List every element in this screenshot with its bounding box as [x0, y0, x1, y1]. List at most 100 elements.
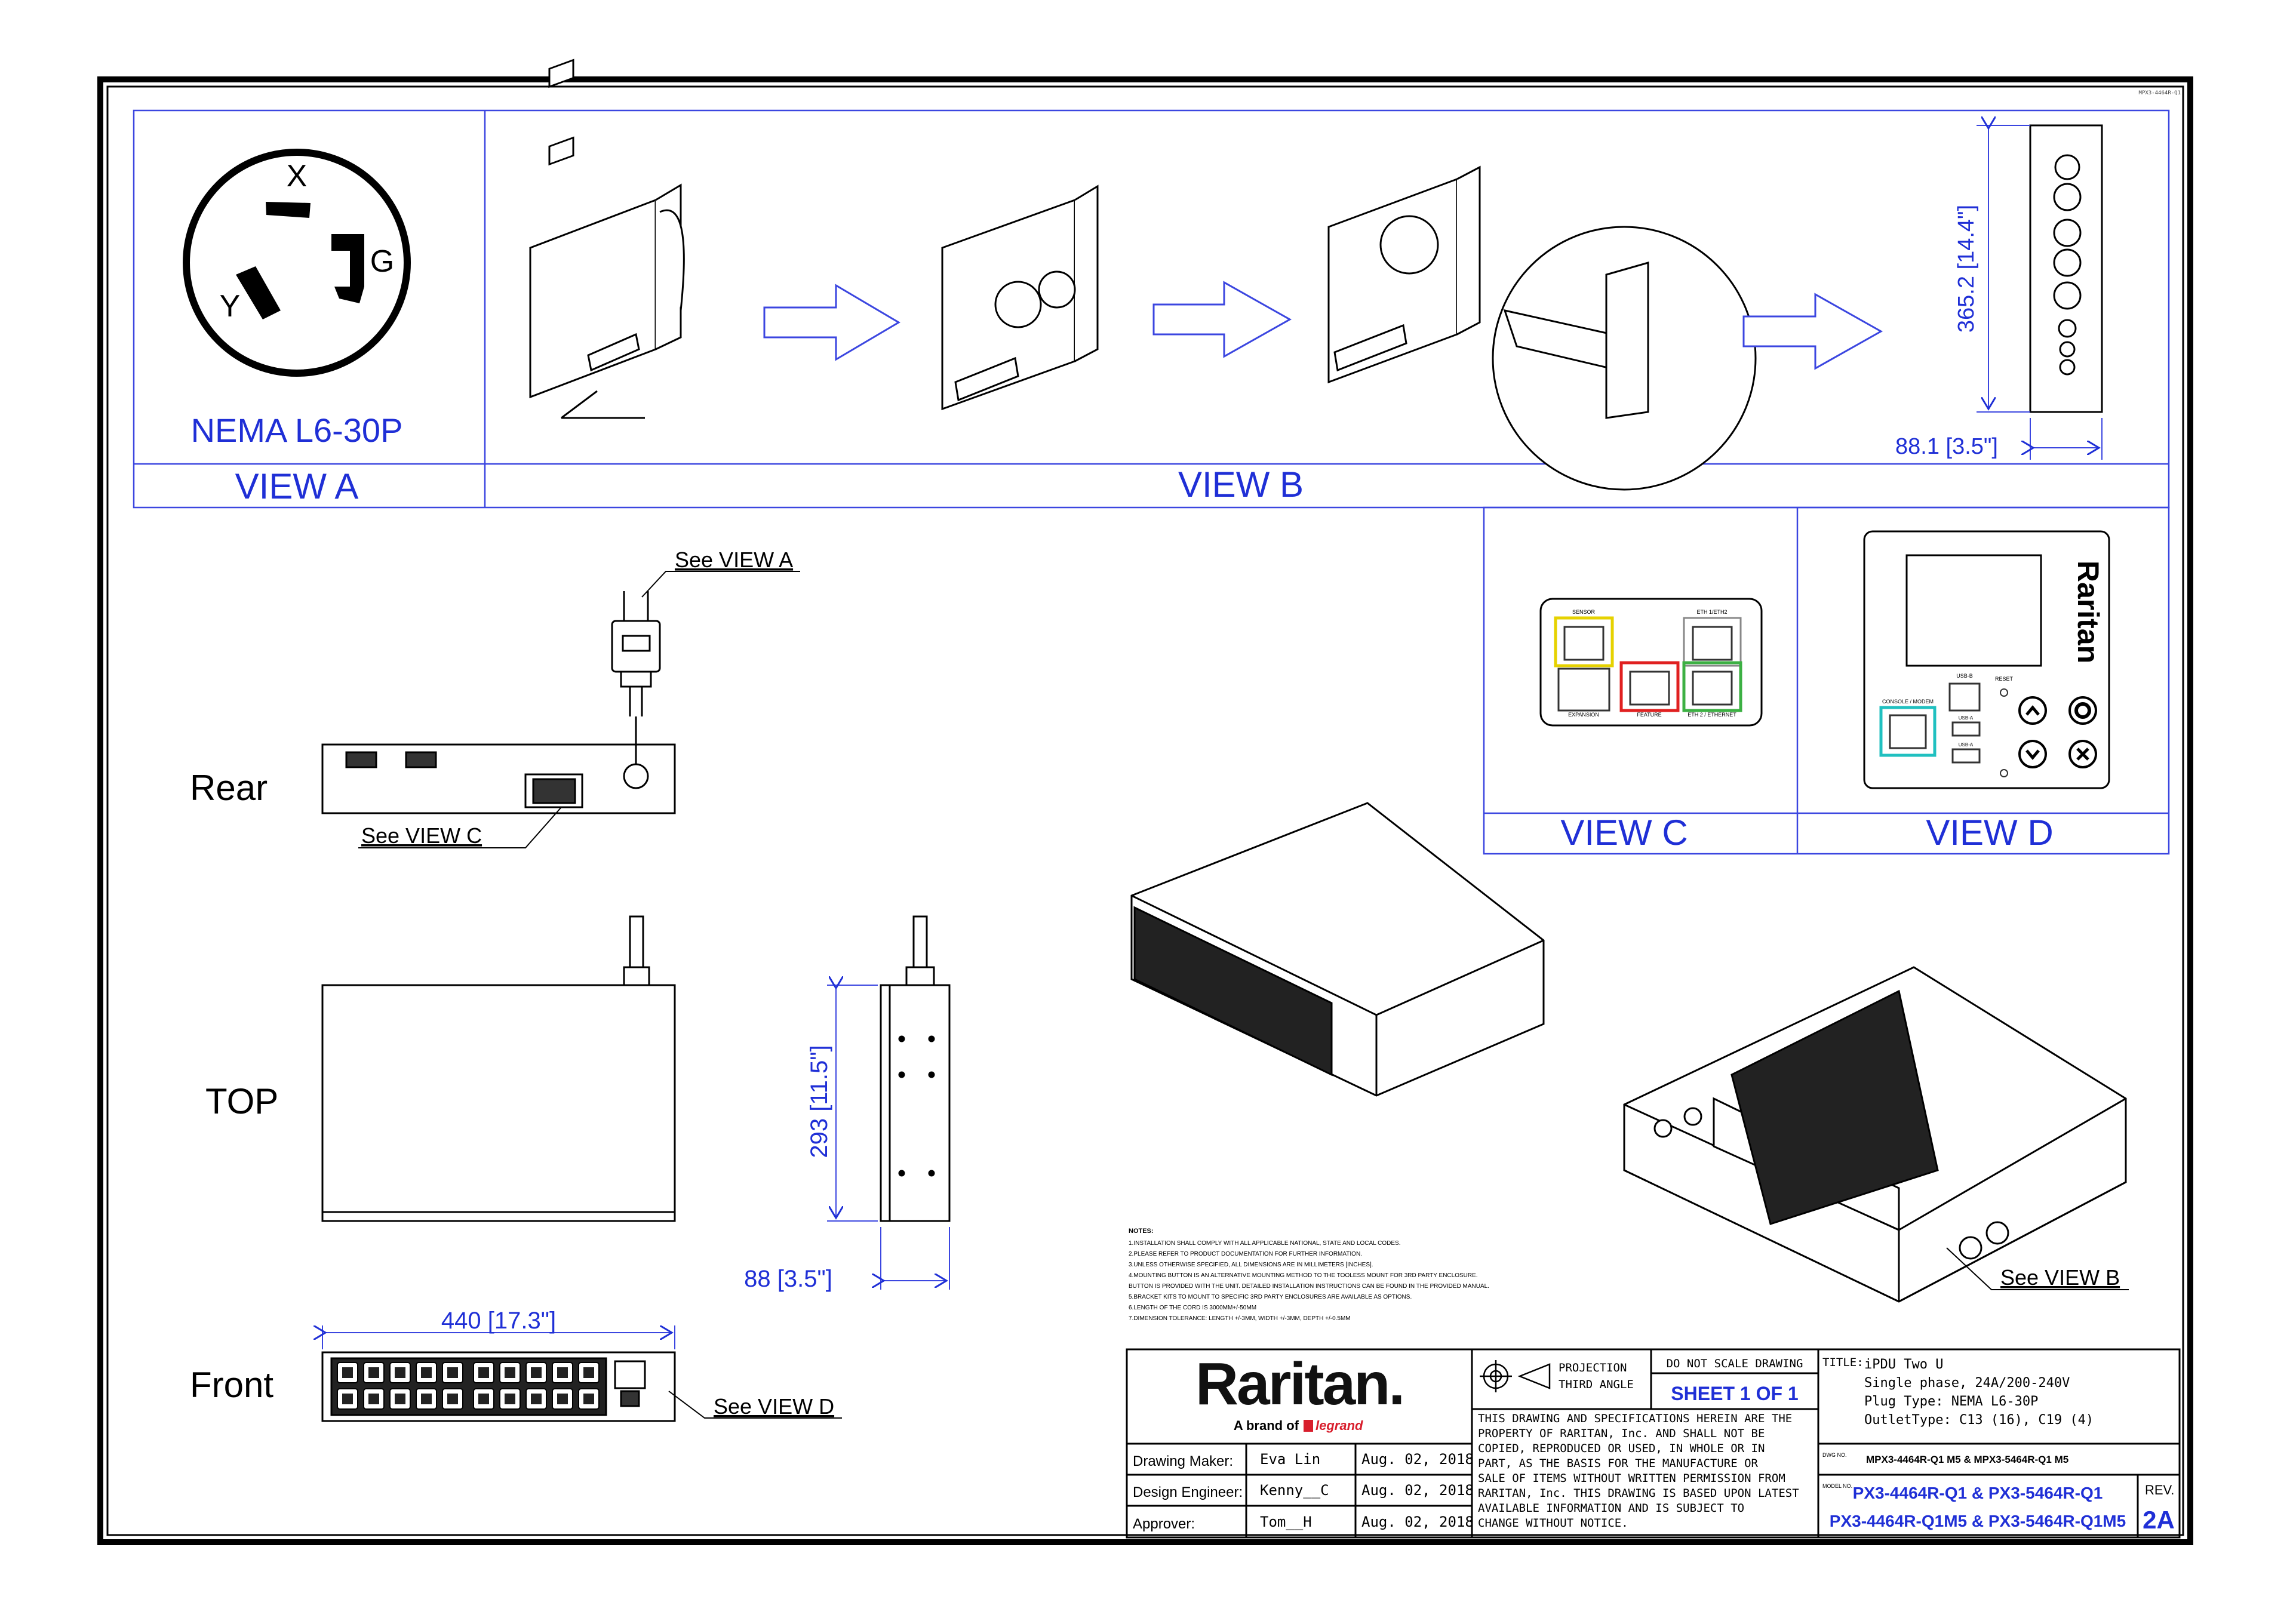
port-feature-label: FEATURE	[1637, 712, 1661, 718]
see-view-a-callout: See VIEW A	[675, 548, 793, 572]
title-line: iPDU Two U	[1864, 1357, 1943, 1372]
legrand-logo-mark	[1304, 1420, 1313, 1432]
pin-y-label: Y	[220, 289, 241, 324]
nema-plug-face	[183, 149, 411, 377]
title-line: OutletType: C13 (16), C19 (4)	[1864, 1413, 2094, 1428]
view-c-label: VIEW C	[1560, 813, 1688, 853]
arrow-b-1	[763, 284, 900, 361]
approver-label: Approver:	[1133, 1516, 1195, 1532]
outlet-socket-face	[583, 1367, 594, 1378]
disclaimer-line: AVAILABLE INFORMATION AND IS SUBJECT TO	[1478, 1502, 1744, 1515]
projection-line-1: PROJECTION	[1559, 1361, 1627, 1374]
title-label: TITLE:	[1822, 1356, 1864, 1369]
note-line: 3.UNLESS OTHERWISE SPECIFIED, ALL DIMENS…	[1129, 1262, 1373, 1268]
maker-name: Eva Lin	[1260, 1451, 1320, 1468]
approver-date: Aug. 02, 2018	[1361, 1514, 1474, 1530]
down-button-icon	[2018, 740, 2047, 768]
cancel-button-icon	[2068, 740, 2097, 768]
outlet-socket-face	[342, 1367, 353, 1378]
brand-of-label: A brand of	[1234, 1418, 1299, 1433]
outlet-socket-face	[557, 1394, 568, 1404]
view-d-label: VIEW D	[1926, 813, 2053, 853]
title-line: Single phase, 24A/200-240V	[1864, 1376, 2070, 1391]
third-angle-projection-icon	[1480, 1360, 1551, 1392]
port-expansion-label: EXPANSION	[1568, 712, 1599, 718]
outlet-socket-face	[342, 1394, 353, 1404]
view-d-brand: Raritan	[2071, 561, 2105, 663]
raritan-logo: Raritan.	[1195, 1351, 1403, 1417]
projection-line-2: THIRD ANGLE	[1559, 1378, 1634, 1391]
view-b-width-dimension: 88.1 [3.5"]	[1895, 434, 1998, 459]
front-label: Front	[190, 1365, 273, 1405]
disclaimer-line: THIS DRAWING AND SPECIFICATIONS HEREIN A…	[1478, 1412, 1792, 1425]
port-eth-label: ETH 1/ETH2	[1696, 609, 1727, 615]
rev-label: REV.	[2145, 1482, 2174, 1497]
side-dimensions	[827, 985, 950, 1290]
bracket-step-1	[529, 59, 685, 419]
maker-label: Drawing Maker:	[1133, 1453, 1233, 1469]
outer-frame	[97, 76, 2193, 1545]
note-line: 2.PLEASE REFER TO PRODUCT DOCUMENTATION …	[1129, 1251, 1362, 1257]
engineer-label: Design Engineer:	[1133, 1484, 1243, 1500]
outlet-socket-face	[583, 1394, 594, 1404]
note-line: BUTTON IS PROVIDED WITH THE UNIT. DETAIL…	[1129, 1283, 1489, 1290]
front-leader	[668, 1391, 842, 1419]
model-no-line-1: PX3-4464R-Q1 & PX3-5464R-Q1	[1853, 1484, 2103, 1502]
outlet-socket-face	[505, 1394, 515, 1404]
disclaimer-line: COPIED, REPRODUCED OR USED, IN WHOLE OR …	[1478, 1442, 1765, 1455]
side-height-dimension: 293 [11.5"]	[806, 1045, 832, 1158]
usb-b-label: USB-B	[1956, 673, 1973, 679]
disclaimer-line: CHANGE WITHOUT NOTICE.	[1478, 1517, 1628, 1530]
see-view-b-callout: See VIEW B	[2000, 1265, 2120, 1290]
front-dimension	[322, 1325, 675, 1349]
model-no-line-2: PX3-4464R-Q1M5 & PX3-5464R-Q1M5	[1830, 1512, 2126, 1530]
outlet-socket-face	[421, 1394, 432, 1404]
reset-label: RESET	[1995, 676, 2014, 682]
view-a-label: VIEW A	[235, 466, 359, 506]
view-cd-frame	[1483, 506, 2170, 855]
inner-frame	[106, 85, 2184, 1536]
outlet-socket-face	[368, 1367, 379, 1378]
note-line: 6.LENGTH OF THE CORD IS 3000MM+/-50MM	[1129, 1305, 1256, 1311]
up-button-icon	[2018, 696, 2047, 725]
approver-name: Tom__H	[1260, 1514, 1312, 1530]
top-label: TOP	[205, 1081, 278, 1121]
outlet-socket-face	[447, 1394, 458, 1404]
side-width-dimension: 88 [3.5"]	[744, 1266, 832, 1292]
nema-plug-label: NEMA L6-30P	[191, 411, 403, 449]
maker-date: Aug. 02, 2018	[1361, 1451, 1474, 1468]
top-views-band	[133, 109, 2170, 509]
do-not-scale-label: DO NOT SCALE DRAWING	[1667, 1357, 1803, 1370]
bracket-step-3	[1327, 165, 1757, 491]
usb-a-label: USB-A	[1959, 715, 1974, 721]
pin-g-label: G	[370, 244, 394, 279]
port-eth2-label: ETH 2 / ETHERNET	[1688, 712, 1736, 718]
ok-button-icon	[2068, 696, 2097, 725]
sheet-number: SHEET 1 OF 1	[1671, 1383, 1798, 1404]
disclaimer-line: PART, AS THE BASIS FOR THE MANUFACTURE O…	[1478, 1457, 1759, 1470]
notes-list: 1.INSTALLATION SHALL COMPLY WITH ALL APP…	[1129, 1240, 1489, 1322]
rack-leader	[1946, 1247, 2129, 1290]
view-d-controller-panel	[1863, 530, 2110, 789]
outlet-socket-face	[557, 1367, 568, 1378]
note-line: 1.INSTALLATION SHALL COMPLY WITH ALL APP…	[1129, 1240, 1401, 1247]
see-view-d-callout: See VIEW D	[714, 1394, 834, 1419]
isometric-rack	[1623, 966, 2127, 1303]
notes-heading: NOTES:	[1129, 1228, 1154, 1235]
view-c-port-panel	[1539, 598, 1763, 727]
note-line: 5.BRACKET KITS TO MOUNT TO SPECIFIC 3RD …	[1129, 1294, 1412, 1300]
model-no-label: MODEL NO.	[1822, 1483, 1852, 1489]
view-b-height-dimension: 365.2 [14.4"]	[1954, 205, 1979, 333]
arrow-b-3	[1742, 293, 1883, 370]
engineer-date: Aug. 02, 2018	[1361, 1482, 1474, 1499]
engineer-name: Kenny__C	[1260, 1482, 1329, 1499]
disclaimer-text: THIS DRAWING AND SPECIFICATIONS HEREIN A…	[1478, 1412, 1799, 1530]
note-line: 7.DIMENSION TOLERANCE: LENGTH +/-3MM, WI…	[1129, 1315, 1351, 1322]
outlet-socket-face	[478, 1367, 489, 1378]
rear-leaders	[358, 571, 800, 848]
outlet-socket-face	[505, 1367, 515, 1378]
pin-x-label: X	[287, 159, 308, 193]
